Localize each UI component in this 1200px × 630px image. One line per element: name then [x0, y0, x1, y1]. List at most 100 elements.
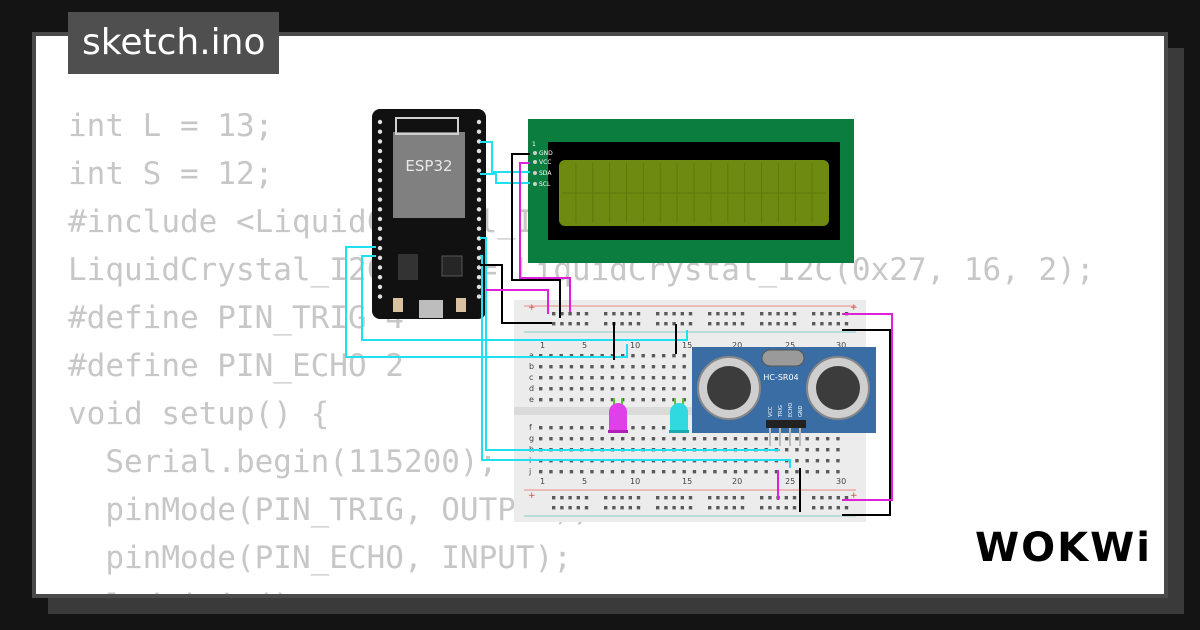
breadboard-hole[interactable]: [628, 506, 632, 510]
breadboard-hole[interactable]: [776, 312, 780, 316]
breadboard-hole[interactable]: [680, 506, 684, 510]
breadboard-hole[interactable]: [539, 437, 543, 441]
breadboard-hole[interactable]: [672, 387, 676, 391]
breadboard-hole[interactable]: [641, 437, 645, 441]
breadboard-hole[interactable]: [682, 398, 686, 402]
breadboard-hole[interactable]: [703, 437, 707, 441]
breadboard-hole[interactable]: [662, 376, 666, 380]
breadboard-hole[interactable]: [672, 506, 676, 510]
breadboard-hole[interactable]: [680, 496, 684, 500]
breadboard-hole[interactable]: [641, 354, 645, 358]
breadboard-hole[interactable]: [600, 354, 604, 358]
breadboard-hole[interactable]: [560, 312, 564, 316]
breadboard-hole[interactable]: [569, 376, 574, 380]
breadboard-hole[interactable]: [612, 506, 616, 510]
breadboard-hole[interactable]: [651, 470, 656, 474]
breadboard-hole[interactable]: [628, 312, 632, 316]
breadboard-hole[interactable]: [672, 376, 676, 380]
breadboard-hole[interactable]: [539, 426, 543, 430]
breadboard-hole[interactable]: [692, 437, 697, 441]
breadboard-hole[interactable]: [713, 470, 717, 474]
breadboard-hole[interactable]: [549, 376, 553, 380]
breadboard-hole[interactable]: [764, 470, 768, 474]
breadboard-hole[interactable]: [641, 365, 645, 369]
breadboard-hole[interactable]: [631, 426, 635, 430]
breadboard-hole[interactable]: [559, 398, 563, 402]
breadboard-hole[interactable]: [549, 426, 553, 430]
breadboard-hole[interactable]: [539, 376, 543, 380]
breadboard-hole[interactable]: [604, 322, 608, 326]
breadboard-hole[interactable]: [754, 437, 758, 441]
breadboard-hole[interactable]: [785, 470, 789, 474]
breadboard-hole[interactable]: [795, 470, 799, 474]
breadboard-hole[interactable]: [703, 470, 707, 474]
breadboard-hole[interactable]: [569, 426, 574, 430]
breadboard-hole[interactable]: [836, 448, 840, 452]
breadboard-hole[interactable]: [836, 496, 840, 500]
breadboard-hole[interactable]: [604, 312, 608, 316]
breadboard-hole[interactable]: [792, 506, 797, 510]
breadboard-hole[interactable]: [724, 506, 728, 510]
breadboard-hole[interactable]: [590, 426, 594, 430]
breadboard-hole[interactable]: [610, 354, 615, 358]
breadboard-hole[interactable]: [820, 312, 824, 316]
breadboard-hole[interactable]: [580, 354, 584, 358]
breadboard-hole[interactable]: [708, 322, 712, 326]
breadboard-hole[interactable]: [680, 322, 684, 326]
breadboard-hole[interactable]: [600, 365, 604, 369]
breadboard-hole[interactable]: [600, 376, 604, 380]
breadboard-hole[interactable]: [590, 365, 594, 369]
breadboard-hole[interactable]: [713, 437, 717, 441]
breadboard-hole[interactable]: [662, 437, 666, 441]
breadboard-hole[interactable]: [610, 387, 615, 391]
breadboard-hole[interactable]: [732, 312, 736, 316]
breadboard-hole[interactable]: [740, 506, 745, 510]
breadboard-hole[interactable]: [580, 376, 584, 380]
breadboard-hole[interactable]: [600, 426, 604, 430]
breadboard-hole[interactable]: [682, 376, 686, 380]
breadboard-hole[interactable]: [584, 506, 589, 510]
breadboard-hole[interactable]: [539, 365, 543, 369]
breadboard-hole[interactable]: [828, 322, 832, 326]
breadboard-hole[interactable]: [744, 437, 748, 441]
breadboard-hole[interactable]: [656, 496, 660, 500]
breadboard-hole[interactable]: [631, 354, 635, 358]
breadboard-hole[interactable]: [651, 365, 656, 369]
breadboard-hole[interactable]: [610, 437, 615, 441]
ultrasonic-sensor[interactable]: HC-SR04 VCC TRIG ECHO GND: [692, 347, 876, 446]
breadboard-hole[interactable]: [828, 312, 832, 316]
breadboard-hole[interactable]: [568, 496, 572, 500]
breadboard-hole[interactable]: [815, 437, 820, 441]
breadboard-hole[interactable]: [651, 354, 656, 358]
breadboard-hole[interactable]: [836, 470, 840, 474]
wire-magenta[interactable]: [486, 289, 549, 314]
breadboard-hole[interactable]: [636, 322, 641, 326]
breadboard-hole[interactable]: [724, 322, 728, 326]
breadboard-hole[interactable]: [621, 437, 625, 441]
breadboard-hole[interactable]: [768, 496, 772, 500]
breadboard-hole[interactable]: [812, 322, 816, 326]
breadboard-hole[interactable]: [621, 354, 625, 358]
breadboard-hole[interactable]: [776, 506, 780, 510]
breadboard-hole[interactable]: [768, 322, 772, 326]
breadboard-hole[interactable]: [651, 387, 656, 391]
breadboard-hole[interactable]: [836, 437, 840, 441]
breadboard-hole[interactable]: [580, 426, 584, 430]
wire-cyan[interactable]: [480, 255, 791, 468]
breadboard-hole[interactable]: [568, 312, 572, 316]
breadboard-hole[interactable]: [604, 496, 608, 500]
breadboard-hole[interactable]: [815, 459, 820, 463]
breadboard-hole[interactable]: [568, 322, 572, 326]
breadboard-hole[interactable]: [576, 506, 580, 510]
breadboard-hole[interactable]: [815, 448, 820, 452]
breadboard-hole[interactable]: [805, 448, 809, 452]
wire-black[interactable]: [480, 264, 552, 324]
breadboard-hole[interactable]: [792, 322, 797, 326]
breadboard-hole[interactable]: [836, 506, 840, 510]
breadboard-hole[interactable]: [549, 398, 553, 402]
breadboard-hole[interactable]: [826, 459, 830, 463]
breadboard-hole[interactable]: [559, 437, 563, 441]
breadboard-hole[interactable]: [569, 354, 574, 358]
breadboard-hole[interactable]: [672, 437, 676, 441]
breadboard-hole[interactable]: [682, 437, 686, 441]
